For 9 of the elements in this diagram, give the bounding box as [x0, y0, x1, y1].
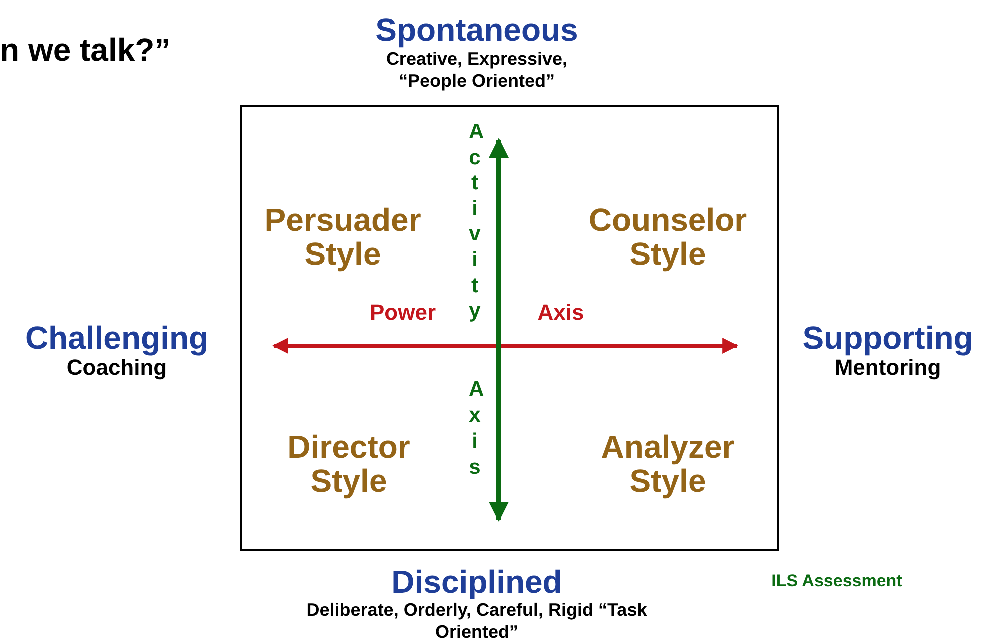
- quadrant-frame: [240, 105, 779, 551]
- quadrant-label: Analyzer Style: [600, 430, 736, 498]
- quadrant-label: Director Style: [286, 430, 412, 498]
- right-pole-description: Mentoring: [834, 357, 942, 379]
- source-note: ILS Assessment: [772, 572, 902, 590]
- left-pole-description: Coaching: [66, 357, 168, 379]
- quadrant-label: Persuader Style: [264, 203, 422, 271]
- title: n we talk?”: [0, 34, 171, 66]
- quadrant-label: Counselor Style: [588, 203, 748, 271]
